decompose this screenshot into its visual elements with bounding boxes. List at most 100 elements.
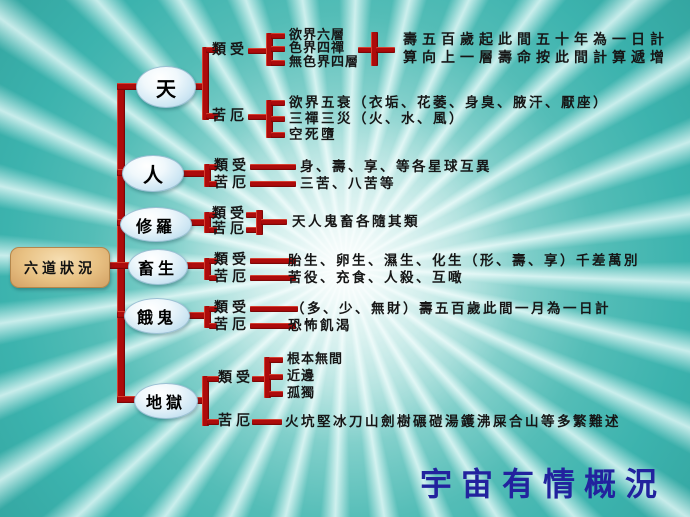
connector xyxy=(271,116,285,122)
node-human: 人 xyxy=(122,155,184,192)
item-text: 色界四禪 xyxy=(289,41,346,56)
root-node-label: 六道狀況 xyxy=(24,260,96,277)
connector xyxy=(250,306,298,312)
node-hell: 地獄 xyxy=(134,383,198,419)
connector xyxy=(102,262,136,269)
connector xyxy=(358,47,375,53)
item-text: 苦役、充食、人殺、互噉 xyxy=(288,270,464,286)
connector xyxy=(209,181,217,187)
connector xyxy=(271,60,285,66)
connector xyxy=(252,419,282,425)
connector xyxy=(371,32,378,66)
item-text: 三苦、八苦等 xyxy=(300,176,396,192)
connector xyxy=(184,262,206,269)
item-text: 欲界五衰（衣垢、花萎、身臭、腋汗、厭座） xyxy=(289,95,609,111)
item-text: 三禪三災（火、水、風） xyxy=(289,111,465,127)
connector xyxy=(204,212,211,233)
connector xyxy=(192,83,206,90)
note-line: 壽五百歲起此間五十年為一日計 xyxy=(403,32,669,48)
connector xyxy=(204,306,211,328)
node-hungry-ghost: 餓鬼 xyxy=(124,298,190,334)
connector xyxy=(248,114,268,120)
branch-label-afflictions: 苦厄 xyxy=(218,413,254,429)
connector xyxy=(209,227,217,233)
connector xyxy=(209,306,217,312)
connector xyxy=(207,419,219,425)
item-text: 近邊 xyxy=(287,369,316,384)
connector xyxy=(250,275,296,281)
branch-label-categories: 類受 xyxy=(214,252,250,268)
node-heaven: 天 xyxy=(136,66,196,108)
branch-label-categories: 類受 xyxy=(214,300,250,316)
branch-label-afflictions: 苦厄 xyxy=(214,175,250,191)
node-label: 餓鬼 xyxy=(136,308,177,327)
connector xyxy=(209,275,217,281)
node-label: 人 xyxy=(143,163,163,187)
item-text: 天人鬼畜各隨其類 xyxy=(292,214,420,230)
root-node: 六道狀況 xyxy=(10,247,110,288)
branch-label-afflictions: 苦厄 xyxy=(214,269,250,285)
node-label: 畜生 xyxy=(137,259,178,278)
connector xyxy=(209,323,217,329)
node-asura: 修羅 xyxy=(120,207,192,242)
node-label: 地獄 xyxy=(145,393,186,412)
branch-label-afflictions: 苦厄 xyxy=(212,108,248,124)
connector xyxy=(271,100,285,106)
item-text: 身、壽、享、等各星球互異 xyxy=(300,159,492,175)
connector xyxy=(261,219,287,225)
connector xyxy=(250,181,296,187)
connector xyxy=(206,47,218,53)
item-text: 無色界四層 xyxy=(289,55,360,70)
connector xyxy=(117,83,143,90)
connector xyxy=(204,164,211,187)
branch-label-afflictions: 苦厄 xyxy=(212,221,248,237)
branch-label-categories: 類受 xyxy=(218,370,254,386)
connector xyxy=(186,312,206,319)
branch-label-afflictions: 苦厄 xyxy=(214,317,250,333)
connector xyxy=(246,227,258,233)
diagram-title: 宇宙有情概況 xyxy=(420,465,667,503)
connector xyxy=(206,113,218,119)
node-label: 修羅 xyxy=(135,216,176,236)
node-label: 天 xyxy=(156,76,176,101)
connector xyxy=(202,47,209,120)
connector xyxy=(117,396,143,403)
item-text: 恐怖飢渴 xyxy=(288,318,352,334)
note-line: 算向上一層壽命按此間計算遞增 xyxy=(403,50,669,66)
connector xyxy=(271,46,285,52)
connector xyxy=(250,323,296,329)
connector xyxy=(117,83,125,403)
item-text: 欲界六層 xyxy=(289,28,346,43)
node-animal: 畜生 xyxy=(128,249,188,285)
connector xyxy=(269,374,283,380)
connector xyxy=(271,132,285,138)
connector xyxy=(202,376,209,426)
connector xyxy=(209,212,217,218)
item-text: 孤獨 xyxy=(287,386,316,401)
connector xyxy=(250,258,296,264)
branch-label-categories: 類受 xyxy=(212,206,248,222)
connector xyxy=(376,47,395,53)
connector xyxy=(250,164,296,170)
item-text: 根本無間 xyxy=(287,352,344,367)
connector xyxy=(264,357,271,398)
item-text: （多、少、無財）壽五百歲此間一月為一日計 xyxy=(291,301,611,317)
branch-label-categories: 類受 xyxy=(214,158,250,174)
connector xyxy=(209,258,217,264)
item-text: 火坑堅冰刀山劍樹碾磑湯鑊沸屎合山等多繁難述 xyxy=(285,414,621,430)
connector xyxy=(266,100,273,138)
connector xyxy=(204,258,211,280)
connector xyxy=(194,397,206,404)
item-text: 胎生、卵生、濕生、化生（形、壽、享）千差萬別 xyxy=(288,253,640,269)
connector xyxy=(207,376,219,382)
connector xyxy=(209,164,217,170)
connector xyxy=(252,376,266,382)
connector xyxy=(269,391,283,397)
branch-label-categories: 類受 xyxy=(212,42,248,58)
connector xyxy=(266,33,273,66)
connector xyxy=(246,212,258,218)
connector xyxy=(271,33,285,39)
connector xyxy=(248,48,268,54)
connector xyxy=(256,210,263,235)
item-text: 空死墮 xyxy=(289,127,337,143)
